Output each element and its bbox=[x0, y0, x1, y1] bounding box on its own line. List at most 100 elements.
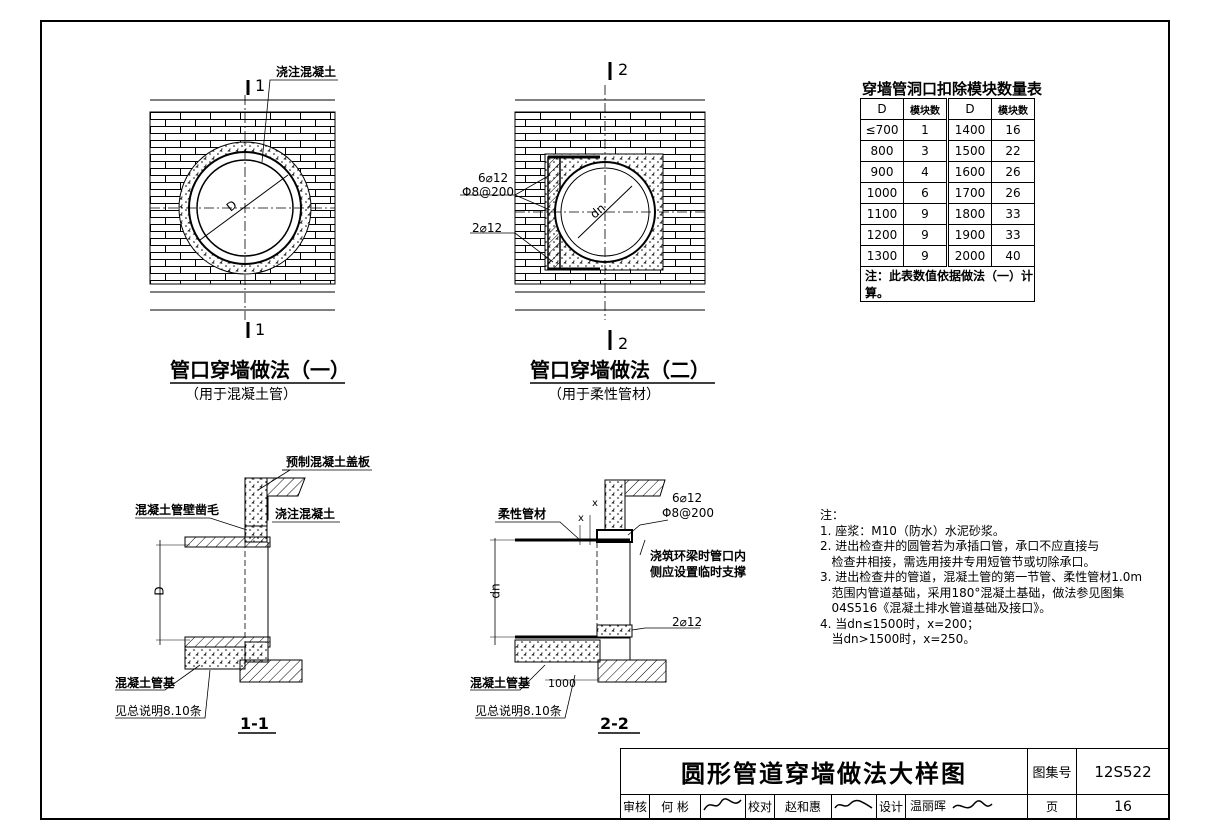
table-row: 1000 6 1700 26 bbox=[860, 182, 1035, 204]
table-cell: 6 bbox=[903, 182, 948, 204]
table-cell: 26 bbox=[991, 161, 1035, 183]
table-header-row: D 模块数 D 模块数 bbox=[860, 98, 1035, 120]
sec11-label-hair: 混凝土管壁凿毛 bbox=[135, 503, 220, 517]
check-label: 校对 bbox=[745, 794, 775, 819]
table-header-cell: 模块数 bbox=[903, 98, 948, 120]
table-cell: 9 bbox=[903, 245, 948, 267]
fig2-title: 管口穿墙做法（二） bbox=[530, 358, 710, 382]
table-cell: 1 bbox=[903, 119, 948, 141]
note-line: 2. 进出检查井的圆管若为承插口管，承口不应直接与 bbox=[820, 539, 1100, 553]
checker-signature bbox=[831, 794, 877, 819]
table-cell: 33 bbox=[991, 224, 1035, 246]
sec22-label-pipe: 柔性管材 bbox=[498, 507, 547, 521]
note-line: 当dn>1500时，x=250。 bbox=[820, 632, 976, 646]
sec22-title: 2-2 bbox=[600, 714, 629, 733]
sec11-label-slab: 预制混凝土盖板 bbox=[286, 455, 371, 469]
fig1-subtitle: （用于混凝土管） bbox=[185, 387, 297, 403]
table-cell: 40 bbox=[991, 245, 1035, 267]
sec22-label-rebar2: Φ8@200 bbox=[662, 506, 714, 520]
checker-name: 赵和惠 bbox=[774, 794, 832, 819]
table-cell: 1900 bbox=[946, 224, 992, 246]
table-cell: 1100 bbox=[860, 203, 904, 225]
designer-signature bbox=[952, 799, 993, 809]
reviewer-name: 何 彬 bbox=[649, 794, 701, 819]
fig2-label-rebar1: 6⌀12 bbox=[478, 171, 509, 185]
table-note: 注：此表数值依据做法（一）计算。 bbox=[860, 266, 1035, 302]
reviewer-signature bbox=[700, 794, 746, 819]
designer-cell: 温丽晖 bbox=[905, 794, 1028, 819]
table-header-cell: D bbox=[860, 98, 904, 120]
table-row: 800 3 1500 22 bbox=[860, 140, 1035, 162]
sec11-label-ref: 见总说明8.10条 bbox=[115, 704, 202, 718]
atlas-no-label: 图集号 bbox=[1027, 748, 1077, 795]
table-row: 1300 9 2000 40 bbox=[860, 245, 1035, 267]
sec22-label-support2: 侧应设置临时支撑 bbox=[650, 565, 747, 579]
note-line: 范围内管道基础，采用180°混凝土基础，做法参见图集 bbox=[820, 585, 1125, 600]
table-cell: 1200 bbox=[860, 224, 904, 246]
sec22-label-x1: x bbox=[592, 498, 598, 509]
table-cell: 900 bbox=[860, 161, 904, 183]
note-line: 4. 当dn≤1500时，x=200； bbox=[820, 616, 980, 631]
table-row: 1200 9 1900 33 bbox=[860, 224, 1035, 246]
fig1-wall-elevation bbox=[149, 79, 345, 384]
table-note-row: 注：此表数值依据做法（一）计算。 bbox=[860, 266, 1035, 302]
table-cell: 33 bbox=[991, 203, 1035, 225]
drawing-title: 圆形管道穿墙做法大样图 bbox=[620, 748, 1028, 795]
designer-name: 温丽晖 bbox=[910, 799, 947, 814]
note-line: 1. 座浆：M10（防水）水泥砂浆。 bbox=[820, 523, 1005, 538]
fig1-label-concrete: 浇注混凝土 bbox=[276, 65, 337, 79]
fig2-label-rebar2: Φ8@200 bbox=[462, 185, 514, 199]
fig2-subtitle: （用于柔性管材） bbox=[548, 387, 660, 403]
title-block: 圆形管道穿墙做法大样图 图集号 12S522 审核 何 彬 校对 赵和惠 设计 … bbox=[620, 748, 1170, 820]
table-cell: 2000 bbox=[946, 245, 992, 267]
note-line: 3. 进出检查井的管道，混凝土管的第一节管、柔性管材1.0m bbox=[820, 570, 1143, 584]
sec22-label-rebar1: 6⌀12 bbox=[672, 491, 703, 505]
table-header-cell: 模块数 bbox=[991, 98, 1035, 120]
fig1-section-mark-bottom: 1 bbox=[255, 320, 266, 339]
table-cell: 3 bbox=[903, 140, 948, 162]
section-1-1 bbox=[115, 469, 372, 734]
table-row: 1100 9 1800 33 bbox=[860, 203, 1035, 225]
general-notes: 注： 1. 座浆：M10（防水）水泥砂浆。 2. 进出检查井的圆管若为承插口管，… bbox=[820, 508, 1142, 648]
table-cell: 1800 bbox=[946, 203, 992, 225]
table-cell: 9 bbox=[903, 203, 948, 225]
table-header-cell: D bbox=[946, 98, 992, 120]
table-cell: 1700 bbox=[946, 182, 992, 204]
sec22-label-rebar3: 2⌀12 bbox=[672, 615, 703, 629]
drawing-border bbox=[40, 20, 1170, 820]
sec11-label-d: D bbox=[152, 586, 167, 596]
sec22-label-x2: x bbox=[578, 513, 584, 524]
table-cell: 9 bbox=[903, 224, 948, 246]
sec22-label-1000: 1000 bbox=[548, 677, 576, 690]
note-line: 04S516《混凝土排水管道基础及接口》。 bbox=[820, 601, 1052, 615]
table-cell: 800 bbox=[860, 140, 904, 162]
table-cell: 26 bbox=[991, 182, 1035, 204]
note-line: 检查井相接，需选用接井专用短管节或切除承口。 bbox=[820, 554, 1096, 569]
module-count-table: D 模块数 D 模块数 ≤700 1 1400 16 800 3 1500 22… bbox=[860, 98, 1035, 302]
table-cell: ≤700 bbox=[860, 119, 904, 141]
table-row: ≤700 1 1400 16 bbox=[860, 119, 1035, 141]
fig2-section-mark-top: 2 bbox=[618, 60, 629, 79]
fig1-title: 管口穿墙做法（一） bbox=[170, 358, 350, 382]
atlas-no: 12S522 bbox=[1076, 748, 1170, 795]
table-cell: 1600 bbox=[946, 161, 992, 183]
sec22-label-support1: 浇筑环梁时管口内 bbox=[650, 549, 747, 563]
table-cell: 16 bbox=[991, 119, 1035, 141]
table-row: 900 4 1600 26 bbox=[860, 161, 1035, 183]
section-2-2 bbox=[470, 479, 700, 734]
sec22-label-ref: 见总说明8.10条 bbox=[475, 704, 562, 718]
fig2-section-mark-bottom: 2 bbox=[618, 334, 629, 353]
page-no: 16 bbox=[1076, 794, 1170, 819]
table-cell: 1400 bbox=[946, 119, 992, 141]
sec22-label-base: 混凝土管基 bbox=[470, 676, 531, 690]
fig2-wall-elevation bbox=[460, 62, 715, 384]
table-cell: 1500 bbox=[946, 140, 992, 162]
page-label: 页 bbox=[1027, 794, 1077, 819]
fig2-label-rebar3: 2⌀12 bbox=[472, 221, 503, 235]
sec22-label-dn: dn bbox=[488, 583, 503, 599]
design-label: 设计 bbox=[876, 794, 906, 819]
sec11-label-base: 混凝土管基 bbox=[115, 676, 176, 690]
review-label: 审核 bbox=[620, 794, 650, 819]
